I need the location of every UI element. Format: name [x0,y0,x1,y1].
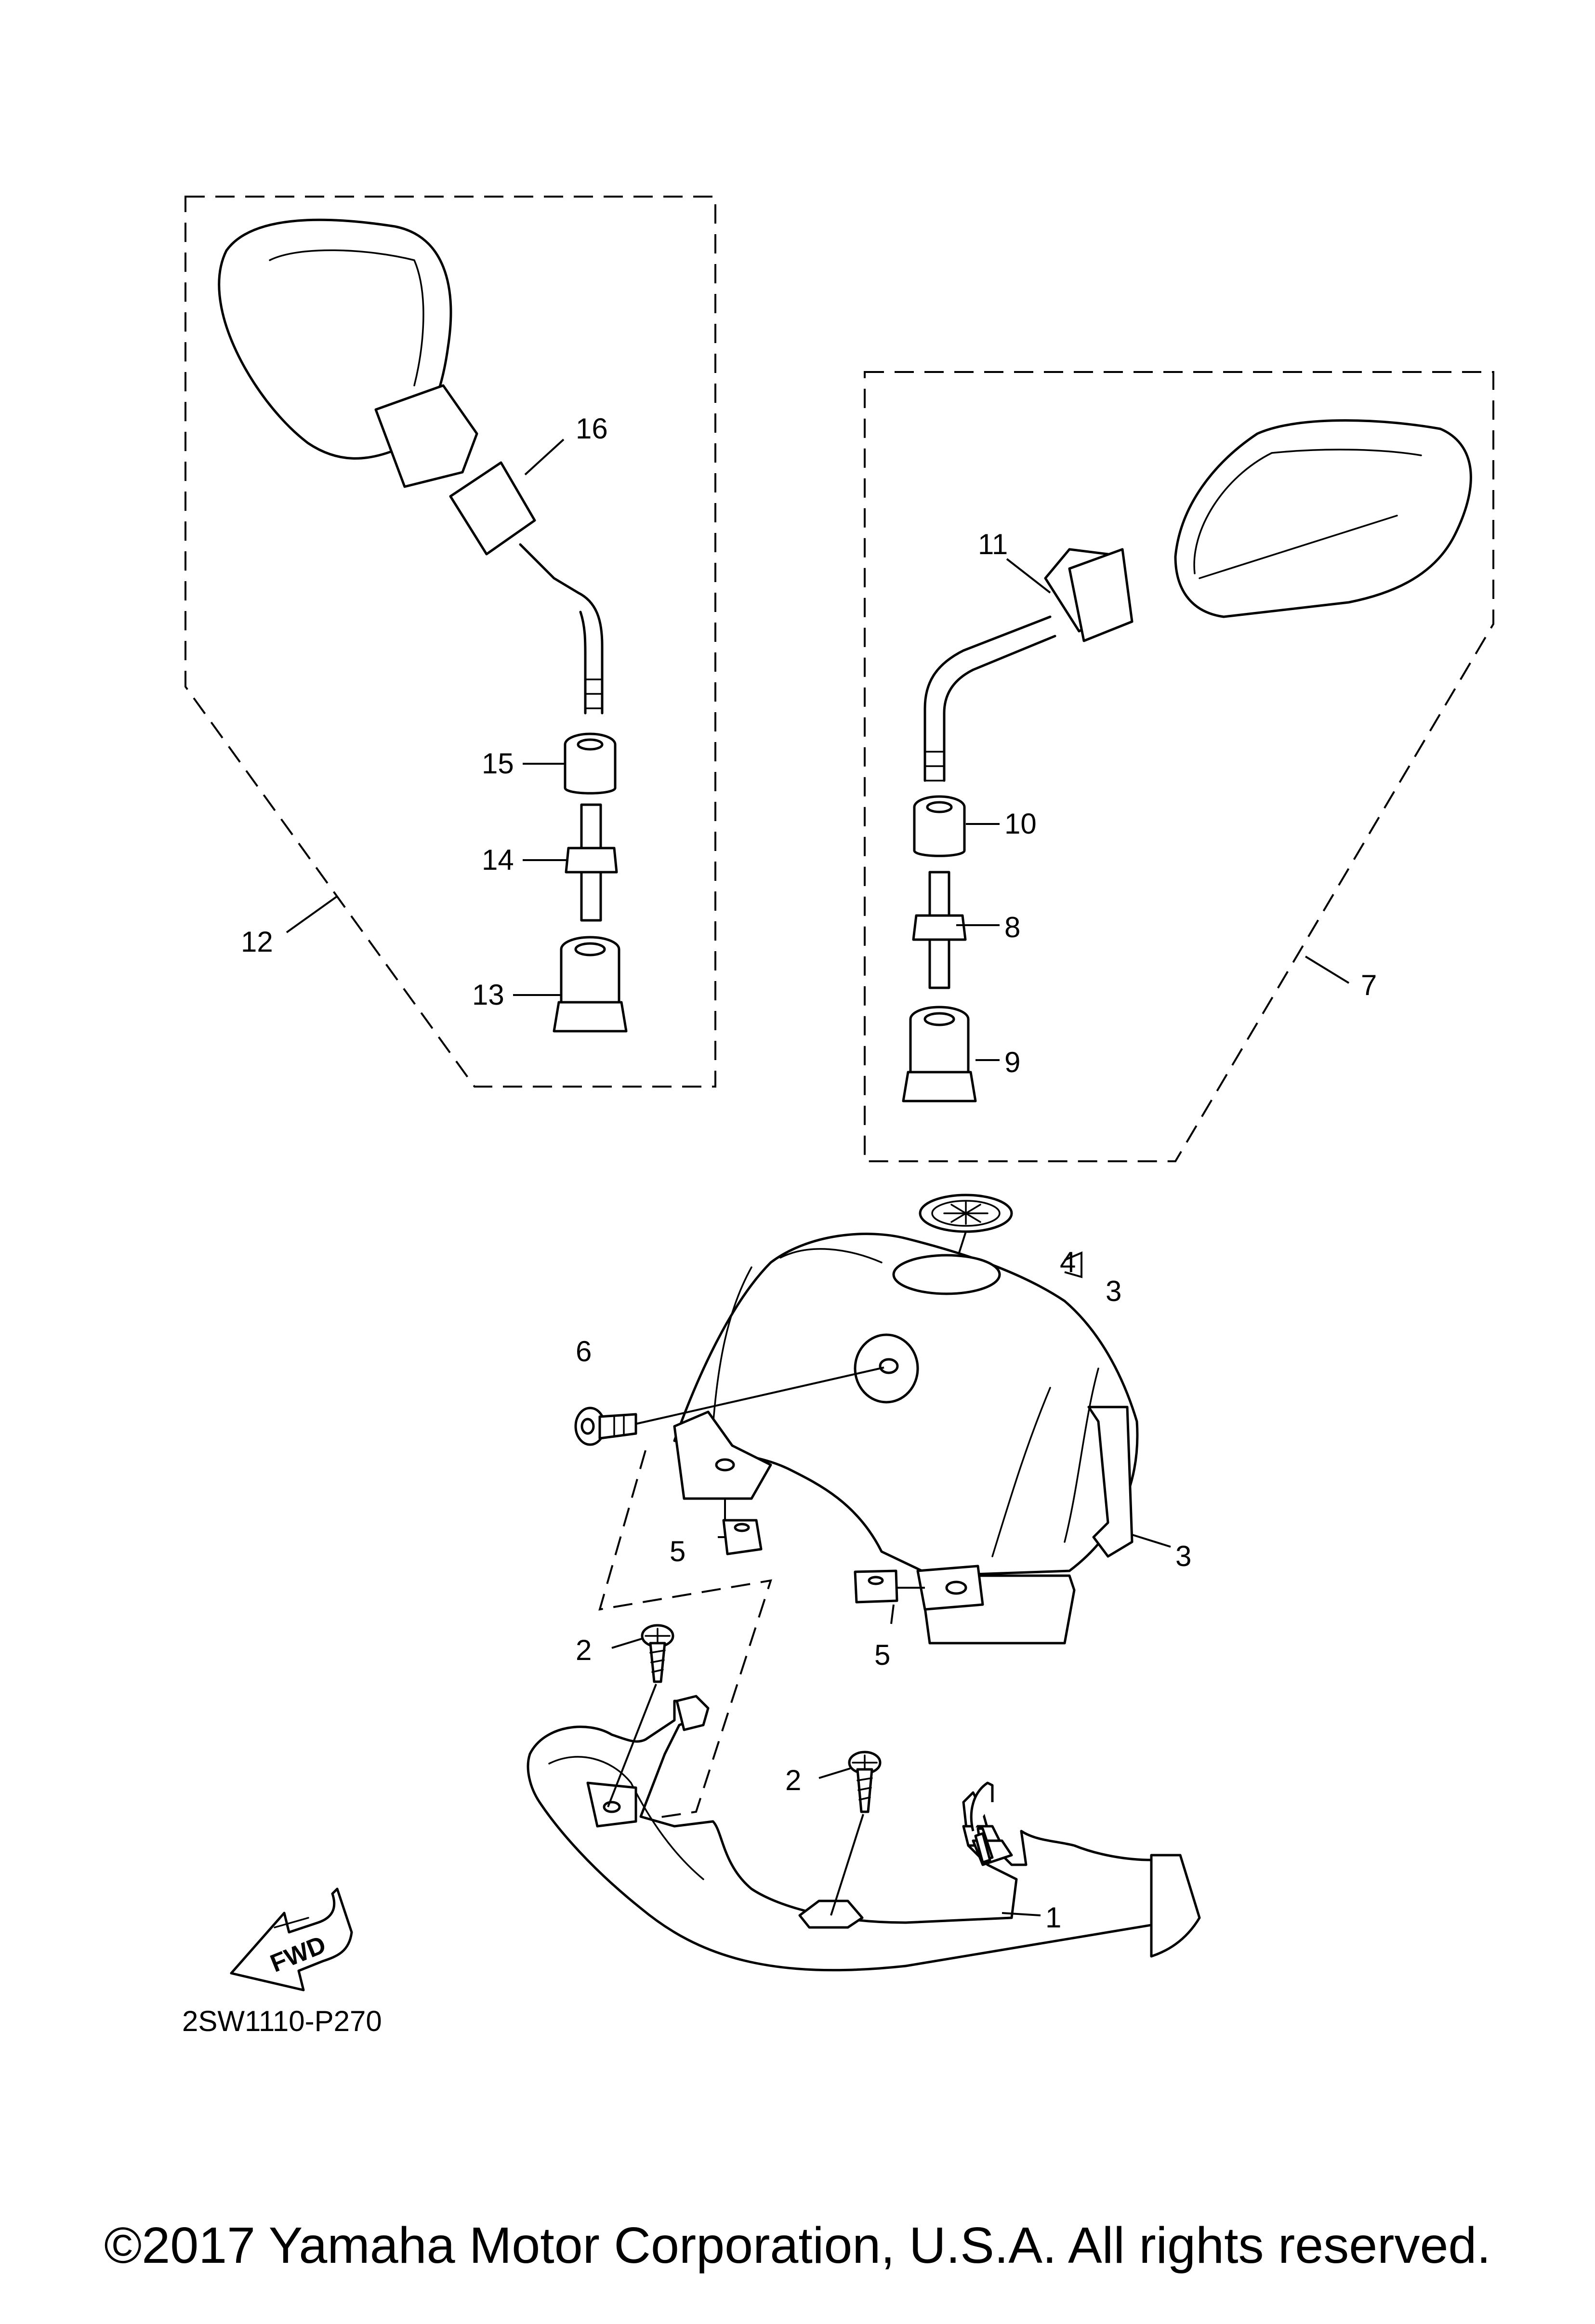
callout-13: 13 [472,979,504,1011]
callout-2-upper: 2 [576,1634,592,1666]
part-13-holder [553,936,628,1033]
emblem-recess [892,1254,1001,1295]
callout-2-lower: 2 [785,1764,801,1796]
callout-10: 10 [1004,808,1037,840]
lower-cowl-clip-right [974,1832,991,1864]
callout-3-right: 3 [1175,1540,1191,1572]
copyright-notice: ©2017 Yamaha Motor Corporation, U.S.A. A… [104,2217,1491,2274]
left-mirror-stem [519,543,604,715]
callout-3-upper: 3 [1106,1275,1121,1307]
callout-12: 12 [241,926,273,958]
lower-cowl-right-ear [970,1781,994,1832]
part-2-screw-lower [830,1751,882,1916]
part-15-nut [564,732,617,795]
part-6-bolt [574,1367,884,1446]
part-5-nut-right [854,1569,925,1604]
cowl-right-mount-tab [916,1565,984,1611]
part-8-holder [902,1006,977,1102]
callout-8: 9 [1004,1046,1020,1078]
right-mirror-glass [1193,449,1422,574]
callout-9: 8 [1004,911,1020,943]
left-mirror-glass [269,249,424,386]
right-mirror-group-outline [864,371,1494,1162]
cowl-left-mount-bracket [673,1410,772,1500]
part-3-upper-cowl [673,1233,1139,1577]
upper-cowling-assembly [673,1194,1139,1645]
cowl-bolt-boss [854,1333,919,1404]
part-2-screw-upper [607,1624,674,1807]
callout-1: 1 [1045,1901,1061,1934]
callout-11: 11 [978,528,1008,560]
callout-leaders [286,438,1350,1916]
callout-16: 16 [576,412,608,445]
right-mirror-head [1174,419,1472,618]
left-mirror-assembly [185,196,716,1088]
left-mirror-boot [374,384,478,488]
right-mirror-joint [1068,548,1134,642]
part-10-nut [913,795,966,857]
callout-numbers: 16 15 14 12 13 11 10 8 7 9 4 3 6 3 5 5 2… [241,412,1377,1934]
callout-5-lower: 5 [874,1639,890,1671]
part-5-nut-left [722,1499,763,1555]
left-mirror-joint [449,461,536,556]
left-mirror-group-outline [185,196,716,1088]
diagram-code: 2SW1110-P270 [182,2005,382,2037]
callout-14: 14 [482,844,514,876]
callout-4: 4 [1060,1246,1076,1278]
part-14-adapter-bolt [565,803,618,922]
part-4-emblem [919,1194,1013,1233]
lower-cowl-projection [598,1450,772,1827]
callout-7: 7 [1361,969,1377,1001]
callout-15: 15 [482,747,514,780]
right-mirror-assembly [864,371,1494,1162]
callout-5-left: 5 [670,1535,685,1567]
part-9-adapter-bolt [912,871,967,989]
lower-cowl-clip-left [675,1695,710,1731]
part-1-lower-cowl [527,1450,1201,1972]
right-mirror-stem [923,615,1052,782]
lower-cowl-left-bracket [586,1781,637,1828]
fwd-arrow: FWD [230,1887,353,1992]
lower-cowl-right-lip [1150,1854,1201,1958]
cowl-side-clip [1087,1406,1134,1558]
callout-6: 6 [576,1335,592,1368]
